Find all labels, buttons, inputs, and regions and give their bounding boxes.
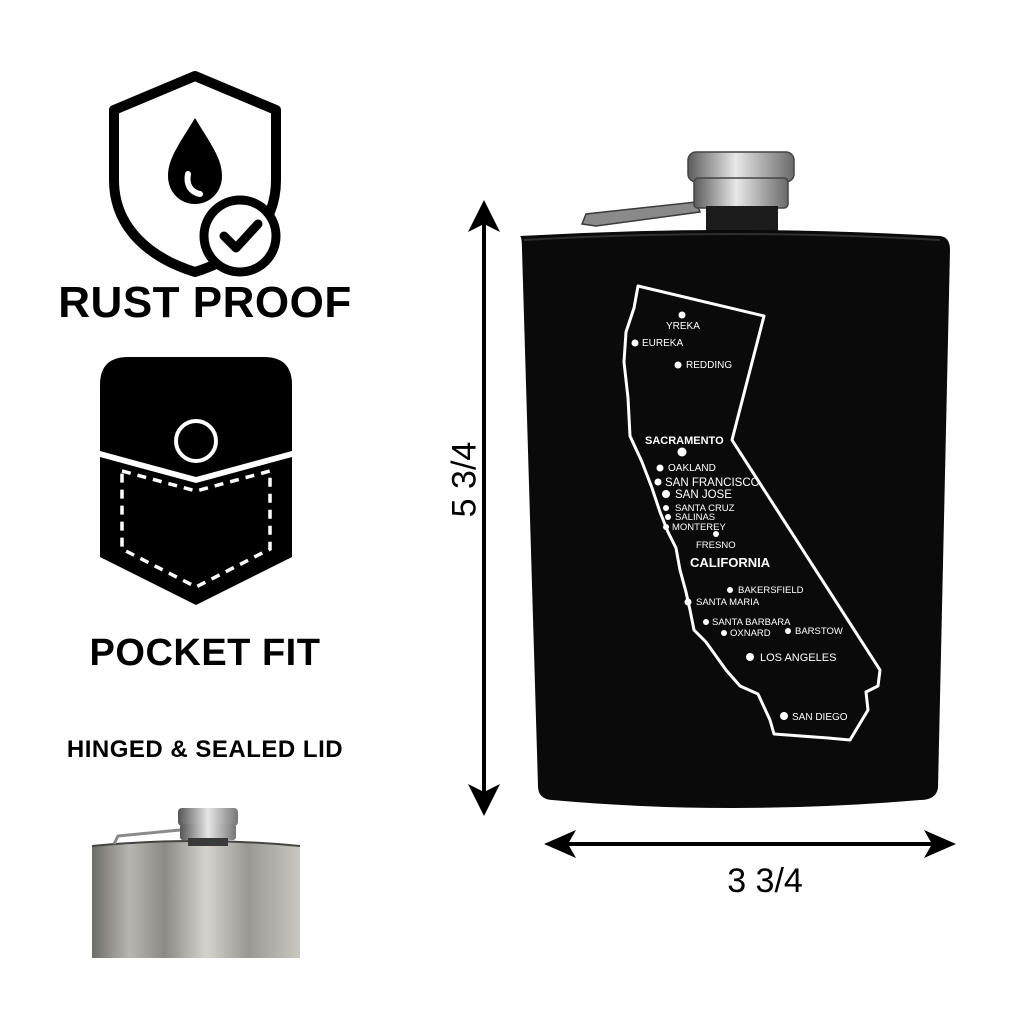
width-dimension-arrow: [544, 830, 956, 858]
check-icon: [219, 219, 263, 253]
city-san-jose: SAN JOSE: [675, 489, 732, 501]
flask-lid-photo: [91, 808, 301, 958]
city-santa-cruz: SANTA CRUZ: [675, 503, 735, 514]
city-fresno: FRESNO: [696, 540, 736, 551]
city-bakersfield: BAKERSFIELD: [738, 585, 804, 596]
city-monterey: MONTEREY: [672, 522, 727, 533]
pocket-icon: [100, 357, 292, 605]
city-santa-barbara: SANTA BARBARA: [712, 617, 791, 628]
california-map-outline: [622, 284, 882, 742]
state-label: CALIFORNIA: [690, 555, 771, 570]
city-san-francisco: SAN FRANCISCO: [665, 477, 760, 489]
flask-body: [520, 230, 950, 808]
shield-drop-check-icon: [109, 71, 281, 277]
city-barstow: BARSTOW: [795, 626, 843, 637]
city-los-angeles: LOS ANGELES: [760, 652, 836, 664]
city-oxnard: OXNARD: [730, 628, 771, 639]
water-drop-icon: [168, 118, 222, 204]
hinge-arm: [580, 201, 702, 227]
hinged-lid-label: HINGED & SEALED LID: [66, 736, 344, 763]
city-san-diego: SAN DIEGO: [792, 712, 848, 723]
city-santa-maria: SANTA MARIA: [696, 597, 760, 608]
city-salinas: SALINAS: [675, 512, 715, 523]
pocket-fit-label: POCKET FIT: [89, 632, 321, 674]
height-dimension-arrow: [468, 200, 500, 816]
city-oakland: OAKLAND: [668, 463, 716, 474]
capital-label: SACRAMENTO: [645, 435, 724, 447]
california-map: YREKA EUREKA REDDING SACRAMENTO OAKLAND …: [631, 311, 848, 723]
city-yreka: YREKA: [666, 321, 700, 332]
snap-button-icon: [174, 419, 218, 463]
city-eureka: EUREKA: [642, 338, 683, 349]
rust-proof-label: RUST PROOF: [58, 278, 352, 327]
flask: [520, 151, 950, 808]
width-dimension-label: 3 3/4: [727, 862, 803, 900]
city-redding: REDDING: [686, 360, 732, 371]
height-dimension-label: 5 3/4: [445, 441, 484, 518]
